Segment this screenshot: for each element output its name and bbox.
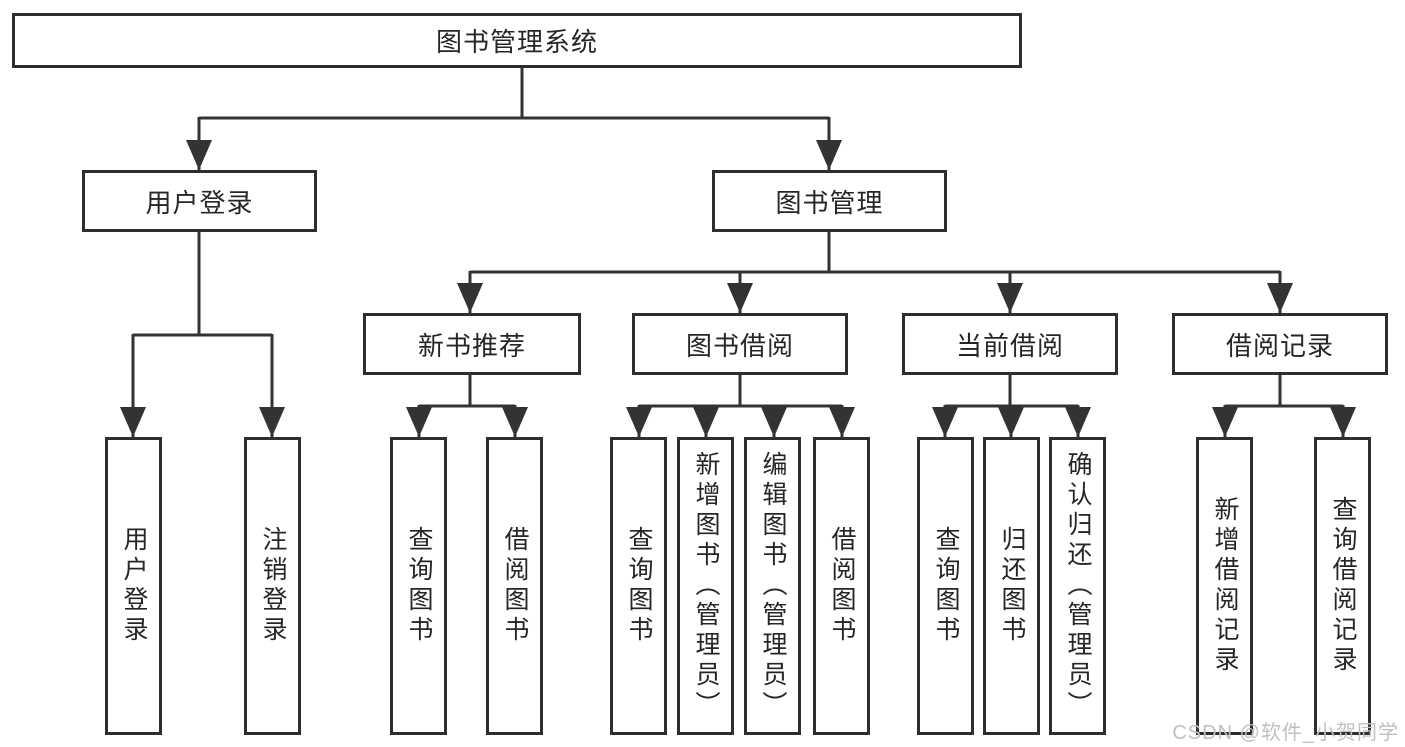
node-leaf-bb-query-book-label: 查询图书	[625, 526, 653, 646]
node-leaf-br-query-record: 查询借阅记录	[1314, 437, 1371, 735]
node-leaf-cb-return-book: 归还图书	[983, 437, 1040, 735]
node-current-borrowing: 当前借阅	[902, 313, 1118, 375]
node-borrowing-record-label: 借阅记录	[1225, 330, 1334, 361]
node-leaf-cb-return-book-label: 归还图书	[998, 526, 1026, 646]
node-leaf-bb-add-book: 新增图书（管理员）	[677, 437, 734, 735]
node-leaf-user-login: 用户登录	[105, 437, 162, 735]
node-root-label: 图书管理系统	[435, 27, 598, 57]
node-user-login: 用户登录	[82, 170, 317, 232]
node-user-login-label: 用户登录	[145, 187, 254, 218]
node-leaf-bb-borrow-book-label: 借阅图书	[828, 526, 856, 646]
node-leaf-user-login-label: 用户登录	[120, 526, 148, 646]
node-leaf-bb-add-book-label: 新增图书（管理员）	[692, 451, 720, 721]
node-leaf-br-add-record-label: 新增借阅记录	[1211, 496, 1239, 676]
node-book-borrowing-label: 图书借阅	[685, 330, 794, 361]
node-leaf-rec-borrow-book: 借阅图书	[486, 437, 543, 735]
node-borrowing-record: 借阅记录	[1172, 313, 1388, 375]
node-leaf-rec-query-book-label: 查询图书	[405, 526, 433, 646]
node-root: 图书管理系统	[12, 13, 1022, 68]
node-book-borrowing: 图书借阅	[632, 313, 848, 375]
node-leaf-br-query-record-label: 查询借阅记录	[1329, 496, 1357, 676]
node-leaf-logout: 注销登录	[244, 437, 301, 735]
csdn-watermark: CSDN @软件_小贺同学	[1172, 722, 1399, 744]
node-leaf-rec-query-book: 查询图书	[390, 437, 447, 735]
node-leaf-bb-edit-book: 编辑图书（管理员）	[744, 437, 801, 735]
node-leaf-rec-borrow-book-label: 借阅图书	[501, 526, 529, 646]
node-book-management: 图书管理	[712, 170, 947, 232]
node-leaf-cb-query-book: 查询图书	[917, 437, 974, 735]
node-leaf-br-add-record: 新增借阅记录	[1196, 437, 1253, 735]
node-leaf-cb-confirm-return: 确认归还（管理员）	[1049, 437, 1106, 735]
node-leaf-cb-confirm-return-label: 确认归还（管理员）	[1064, 451, 1092, 721]
node-leaf-bb-edit-book-label: 编辑图书（管理员）	[759, 451, 787, 721]
node-new-book-recommendation: 新书推荐	[363, 313, 581, 375]
node-book-management-label: 图书管理	[775, 187, 884, 218]
node-leaf-bb-query-book: 查询图书	[610, 437, 667, 735]
node-current-borrowing-label: 当前借阅	[955, 330, 1064, 361]
node-leaf-cb-query-book-label: 查询图书	[932, 526, 960, 646]
node-leaf-bb-borrow-book: 借阅图书	[813, 437, 870, 735]
node-new-book-recommendation-label: 新书推荐	[417, 330, 526, 361]
node-leaf-logout-label: 注销登录	[259, 526, 287, 646]
